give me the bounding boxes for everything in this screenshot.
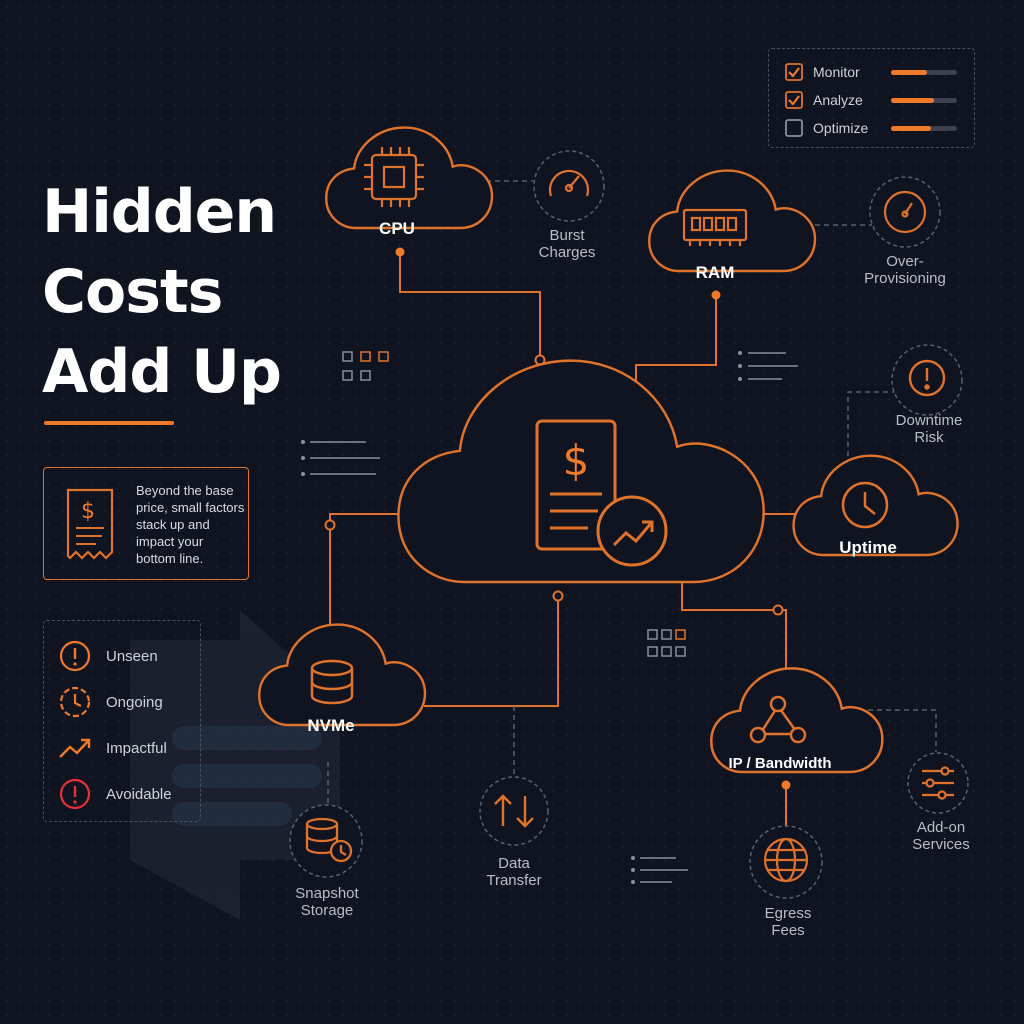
progress-bar (891, 126, 957, 131)
database-icon (310, 659, 354, 705)
ram-cloud (648, 169, 817, 273)
legend-item-impactful: Impactful (58, 731, 198, 765)
checklist-label: Optimize (813, 120, 869, 136)
clock-icon (59, 686, 91, 718)
title-underline (44, 421, 174, 425)
checklist-label: Analyze (813, 92, 863, 108)
checkbox-unchecked-icon[interactable] (785, 119, 803, 137)
snapshot-database-icon (305, 817, 353, 863)
trend-up-icon (59, 738, 91, 758)
page-title: Hidden Costs Add Up (42, 172, 282, 412)
svg-text:$: $ (563, 436, 590, 485)
burst-charges-label: Burst Charges (538, 227, 596, 261)
decor-squares (342, 351, 686, 657)
central-cost-cloud: $ (397, 359, 765, 584)
legend-label: Avoidable (106, 786, 172, 803)
cpu-cloud (325, 126, 494, 230)
trend-badge-icon (596, 495, 668, 567)
progress-bar (891, 98, 957, 103)
intro-box: $ Beyond the base price, small factors s… (43, 467, 249, 580)
checklist-panel: Monitor Analyze Optimize (768, 48, 975, 148)
legend: Unseen Ongoing Impactful Avoidable (43, 620, 201, 822)
over-provisioning-label: Over- Provisioning (864, 253, 946, 287)
globe-icon (763, 837, 809, 883)
decor-lines (301, 351, 798, 884)
nvme-label: NVMe (307, 716, 355, 735)
intro-text: Beyond the base price, small factors sta… (136, 483, 245, 566)
egress-fees-label: Egress Fees (764, 905, 812, 939)
title-line-1: Hidden (42, 177, 277, 247)
checkbox-checked-icon[interactable] (785, 63, 803, 81)
svg-text:$: $ (81, 499, 95, 524)
receipt-icon: $ (66, 488, 114, 560)
dashed-connectors (327, 180, 937, 806)
checkbox-checked-icon[interactable] (785, 91, 803, 109)
gauge-icon (883, 190, 927, 234)
transfer-arrows-icon (494, 794, 534, 828)
nvme-cloud (258, 623, 427, 727)
legend-label: Ongoing (106, 694, 163, 711)
legend-label: Unseen (106, 648, 158, 665)
alert-circle-icon (59, 778, 91, 810)
ip-bandwidth-cloud (710, 667, 884, 774)
ram-module-icon (682, 208, 748, 246)
network-icon (749, 695, 807, 744)
sliders-icon (922, 766, 954, 800)
cpu-chip-icon (364, 147, 424, 207)
uptime-cloud (792, 454, 959, 557)
checklist-label: Monitor (813, 64, 860, 80)
legend-item-unseen: Unseen (58, 639, 198, 673)
title-line-3: Add Up (42, 337, 282, 407)
alert-circle-icon (59, 640, 91, 672)
title-line-2: Costs (42, 257, 223, 327)
checklist-item-optimize[interactable]: Optimize (785, 118, 965, 138)
legend-label: Impactful (106, 740, 167, 757)
legend-item-avoidable: Avoidable (58, 777, 198, 811)
checklist-item-analyze[interactable]: Analyze (785, 90, 965, 110)
downtime-risk-label: Downtime Risk (895, 412, 963, 446)
uptime-label: Uptime (839, 538, 897, 557)
factor-circles (289, 150, 969, 899)
progress-bar (891, 70, 957, 75)
data-transfer-label: Data Transfer (486, 855, 542, 889)
speedometer-icon (548, 169, 590, 197)
ip-bandwidth-label: IP / Bandwidth (728, 755, 832, 772)
warning-icon (908, 359, 946, 397)
snapshot-storage-label: Snapshot Storage (295, 885, 359, 919)
ram-label: RAM (695, 263, 735, 282)
addon-services-label: Add-on Services (912, 819, 970, 853)
cpu-label: CPU (379, 219, 415, 238)
clock-icon (841, 481, 889, 529)
legend-item-ongoing: Ongoing (58, 685, 198, 719)
checklist-item-monitor[interactable]: Monitor (785, 62, 965, 82)
